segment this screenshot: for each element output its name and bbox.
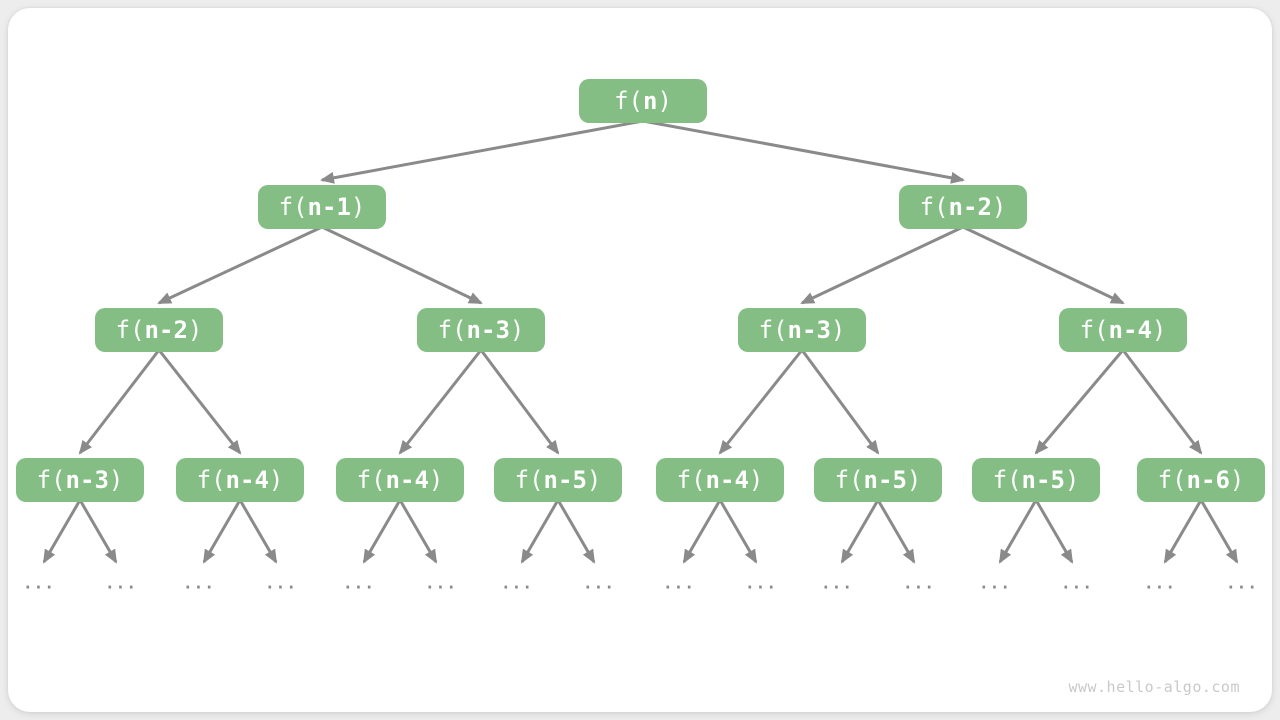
tree-node-f(n-4): f(n-4) [1059,308,1187,352]
node-label-post: ) [268,466,284,494]
node-label-post: ) [187,316,203,344]
node-label-arg: n-2 [144,316,188,344]
node-label-pre: f( [1157,466,1187,494]
node-label-post: ) [906,466,922,494]
tree-node-f(n-3): f(n-3) [738,308,866,352]
ellipsis: ... [501,573,533,593]
ellipsis: ... [183,573,215,593]
ellipsis: ... [1061,573,1093,593]
node-label-arg: n-2 [948,193,992,221]
node-label-post: ) [748,466,764,494]
ellipsis: ... [583,573,615,593]
ellipsis: ... [23,573,55,593]
ellipsis: ... [1226,573,1258,593]
tree-node-f(n-5): f(n-5) [494,458,622,502]
ellipsis: ... [425,573,457,593]
node-label-arg: n-3 [787,316,831,344]
node-label-arg: n-1 [307,193,351,221]
tree-node-f(n-1): f(n-1) [258,185,386,229]
node-label-post: ) [586,466,602,494]
node-label-pre: f( [919,193,949,221]
node-label-pre: f( [196,466,226,494]
node-label-pre: f( [614,87,643,115]
node-label-pre: f( [278,193,308,221]
node-label-arg: n [643,87,658,115]
ellipsis: ... [745,573,777,593]
node-label-post: ) [350,193,366,221]
tree-node-f(n-5): f(n-5) [814,458,942,502]
ellipsis: ... [903,573,935,593]
node-label-post: ) [428,466,444,494]
node-label-post: ) [830,316,846,344]
node-label-arg: n-4 [1108,316,1152,344]
node-label-arg: n-5 [543,466,587,494]
ellipsis: ... [105,573,137,593]
tree-node-f(n-2): f(n-2) [95,308,223,352]
node-label-post: ) [991,193,1007,221]
tree-node-f(n-4): f(n-4) [336,458,464,502]
node-label-arg: n-4 [705,466,749,494]
node-label-arg: n-5 [1021,466,1065,494]
ellipsis: ... [663,573,695,593]
node-label-post: ) [1151,316,1167,344]
ellipsis: ... [979,573,1011,593]
node-label-pre: f( [758,316,788,344]
node-label-pre: f( [437,316,467,344]
node-label-pre: f( [356,466,386,494]
node-label-pre: f( [676,466,706,494]
ellipsis: ... [821,573,853,593]
node-label-post: ) [108,466,124,494]
ellipsis: ... [343,573,375,593]
node-label-post: ) [509,316,525,344]
node-label-pre: f( [514,466,544,494]
tree-node-f(n-4): f(n-4) [176,458,304,502]
node-label-arg: n-6 [1186,466,1230,494]
node-label-pre: f( [992,466,1022,494]
node-label-arg: n-4 [225,466,269,494]
node-label-arg: n-3 [466,316,510,344]
node-label-post: ) [1229,466,1245,494]
node-label-post: ) [1064,466,1080,494]
tree-node-f(n-5): f(n-5) [972,458,1100,502]
node-label-arg: n-4 [385,466,429,494]
tree-node-f(n-4): f(n-4) [656,458,784,502]
node-label-pre: f( [36,466,66,494]
node-label-pre: f( [1079,316,1109,344]
tree-node-f(n-6): f(n-6) [1137,458,1265,502]
node-label-arg: n-3 [65,466,109,494]
tree-node-f(n-3): f(n-3) [417,308,545,352]
tree-node-f(n-2): f(n-2) [899,185,1027,229]
ellipsis: ... [1144,573,1176,593]
watermark: www.hello-algo.com [1068,678,1240,696]
node-label-pre: f( [115,316,145,344]
node-label-pre: f( [834,466,864,494]
node-label-post: ) [657,87,672,115]
ellipsis: ... [265,573,297,593]
node-label-arg: n-5 [863,466,907,494]
tree-node-f(n): f(n) [579,79,707,123]
tree-node-f(n-3): f(n-3) [16,458,144,502]
